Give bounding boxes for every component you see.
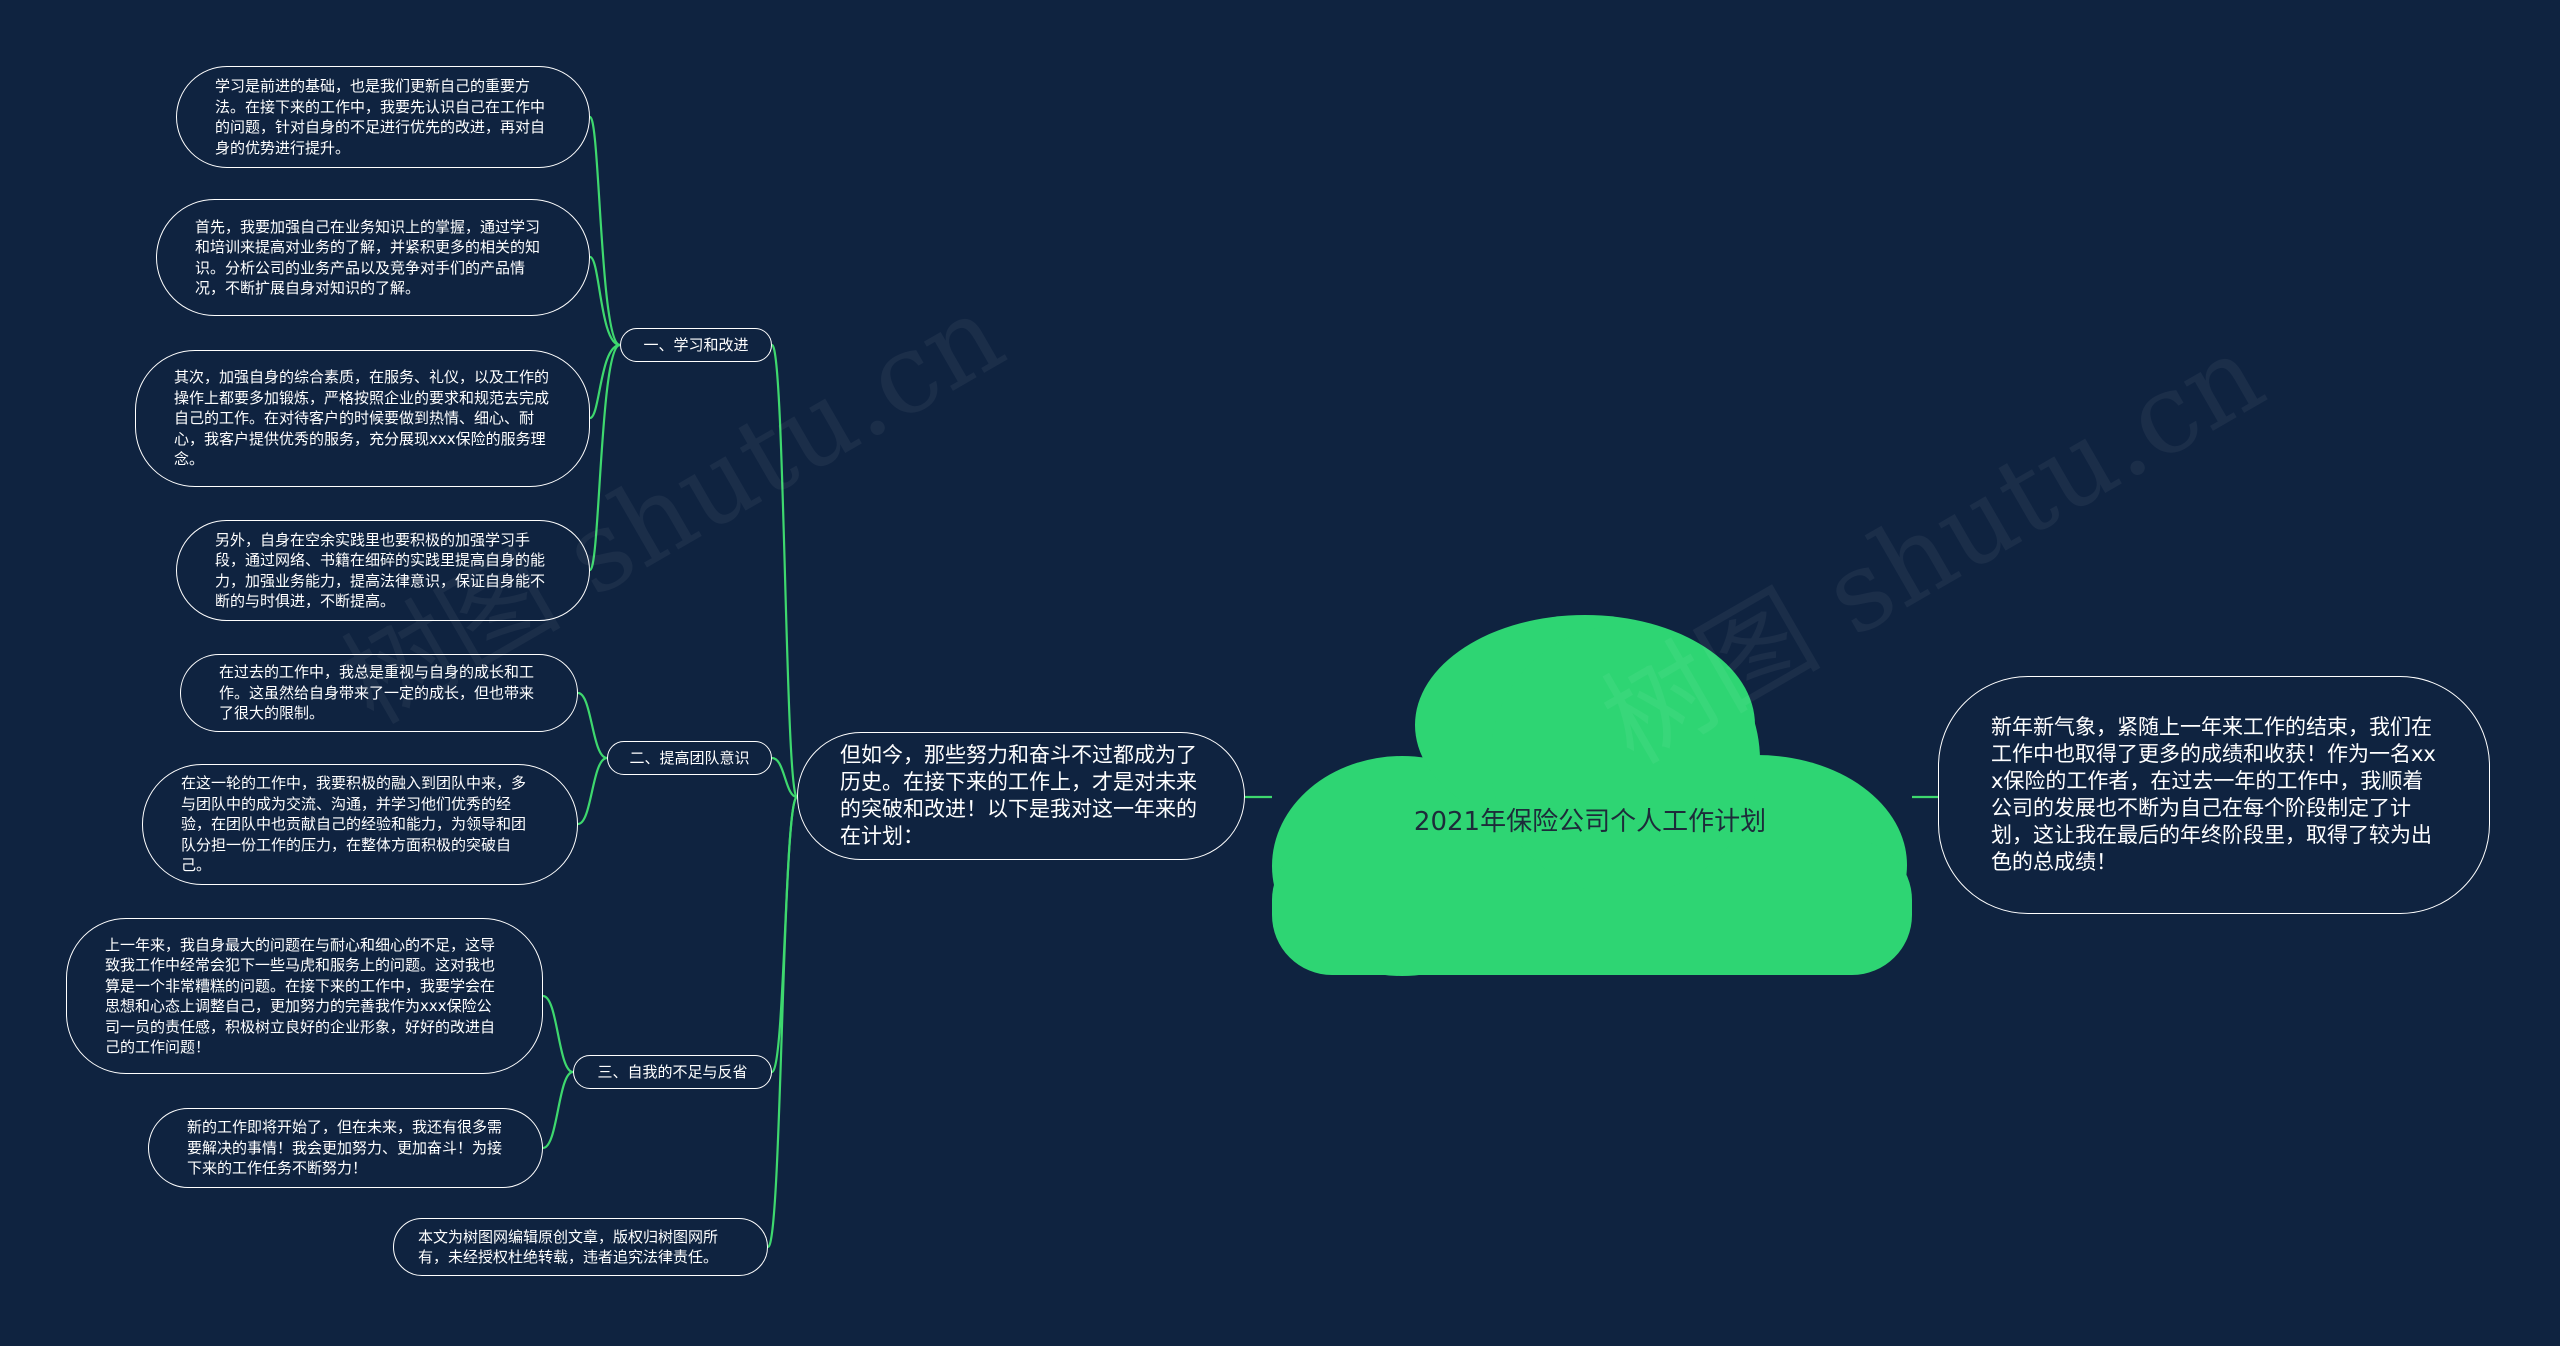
- branch-label: 二、提高团队意识: [629, 749, 750, 767]
- leaf-study-4[interactable]: 另外，自身在空余实践里也要积极的加强学习手段，通过网络、书籍在细碎的实践里提高自…: [176, 520, 590, 621]
- footer-text: 本文为树图网编辑原创文章，版权归树图网所有，未经授权杜绝转载，违者追究法律责任。: [418, 1227, 719, 1267]
- leaf-reflection-2[interactable]: 新的工作即将开始了，但在未来，我还有很多需要解决的事情！我会更加努力、更加奋斗！…: [148, 1108, 543, 1188]
- leaf-text: 其次，加强自身的综合素质，在服务、礼仪，以及工作的操作上都要多加锻炼，严格按照企…: [174, 368, 550, 469]
- footer-note[interactable]: 本文为树图网编辑原创文章，版权归树图网所有，未经授权杜绝转载，违者追究法律责任。: [393, 1218, 768, 1276]
- connector-b3-leaf2: [542, 1070, 574, 1150]
- connector-lines: [542, 115, 1938, 1249]
- leaf-text: 在这一轮的工作中，我要积极的融入到团队中来，多与团队中的成为交流、沟通，并学习他…: [181, 774, 527, 875]
- leaf-text: 新的工作即将开始了，但在未来，我还有很多需要解决的事情！我会更加努力、更加奋斗！…: [187, 1118, 503, 1178]
- leaf-text: 首先，我要加强自己在业务知识上的掌握，通过学习和培训来提高对业务的了解，并紧积更…: [195, 217, 541, 298]
- connector-intro-footer: [766, 795, 799, 1249]
- leaf-team-1[interactable]: 在过去的工作中，我总是重视与自身的成长和工作。这虽然给自身带来了一定的成长，但也…: [180, 654, 578, 732]
- leaf-text: 在过去的工作中，我总是重视与自身的成长和工作。这虽然给自身带来了一定的成长，但也…: [219, 663, 535, 723]
- leaf-reflection-1[interactable]: 上一年来，我自身最大的问题在与耐心和细心的不足，这导致我工作中经常会犯下一些马虎…: [66, 918, 543, 1074]
- intro-node[interactable]: 但如今，那些努力和奋斗不过都成为了历史。在接下来的工作上，才是对未来的突破和改进…: [797, 732, 1245, 860]
- connector-intro-branch2: [771, 756, 798, 799]
- connector-b1-leaf3: [589, 343, 621, 420]
- leaf-study-1[interactable]: 学习是前进的基础，也是我们更新自己的重要方法。在接下来的工作中，我要先认识自己在…: [176, 66, 590, 168]
- leaf-team-2[interactable]: 在这一轮的工作中，我要积极的融入到团队中来，多与团队中的成为交流、沟通，并学习他…: [142, 764, 578, 885]
- leaf-study-2[interactable]: 首先，我要加强自己在业务知识上的掌握，通过学习和培训来提高对业务的了解，并紧积更…: [156, 199, 590, 316]
- right-node-text: 新年新气象，紧随上一年来工作的结束，我们在工作中也取得了更多的成绩和收获！作为一…: [1991, 715, 2436, 874]
- leaf-text: 上一年来，我自身最大的问题在与耐心和细心的不足，这导致我工作中经常会犯下一些马虎…: [105, 935, 496, 1057]
- right-node[interactable]: 新年新气象，紧随上一年来工作的结束，我们在工作中也取得了更多的成绩和收获！作为一…: [1938, 676, 2490, 914]
- connector-b2-leaf2: [577, 756, 608, 826]
- intro-node-text: 但如今，那些努力和奋斗不过都成为了历史。在接下来的工作上，才是对未来的突破和改进…: [840, 743, 1197, 848]
- branch-label: 一、学习和改进: [643, 336, 749, 354]
- connector-b1-leaf4: [588, 343, 621, 572]
- connector-intro-branch1: [770, 343, 799, 799]
- branch-study[interactable]: 一、学习和改进: [620, 328, 772, 362]
- connector-b2-leaf1: [577, 691, 608, 760]
- leaf-study-3[interactable]: 其次，加强自身的综合素质，在服务、礼仪，以及工作的操作上都要多加锻炼，严格按照企…: [135, 350, 590, 487]
- branch-reflection[interactable]: 三、自我的不足与反省: [573, 1055, 772, 1089]
- connector-b1-leaf1: [588, 115, 621, 347]
- root-cloud: [1272, 615, 1912, 976]
- branch-team[interactable]: 二、提高团队意识: [607, 741, 772, 775]
- root-title: 2021年保险公司个人工作计划: [1413, 807, 1767, 837]
- connector-b1-leaf2: [588, 255, 621, 347]
- leaf-text: 学习是前进的基础，也是我们更新自己的重要方法。在接下来的工作中，我要先认识自己在…: [215, 77, 546, 157]
- leaf-text: 另外，自身在空余实践里也要积极的加强学习手段，通过网络、书籍在细碎的实践里提高自…: [215, 530, 546, 611]
- branch-label: 三、自我的不足与反省: [597, 1063, 748, 1081]
- connector-b3-leaf1: [542, 994, 574, 1074]
